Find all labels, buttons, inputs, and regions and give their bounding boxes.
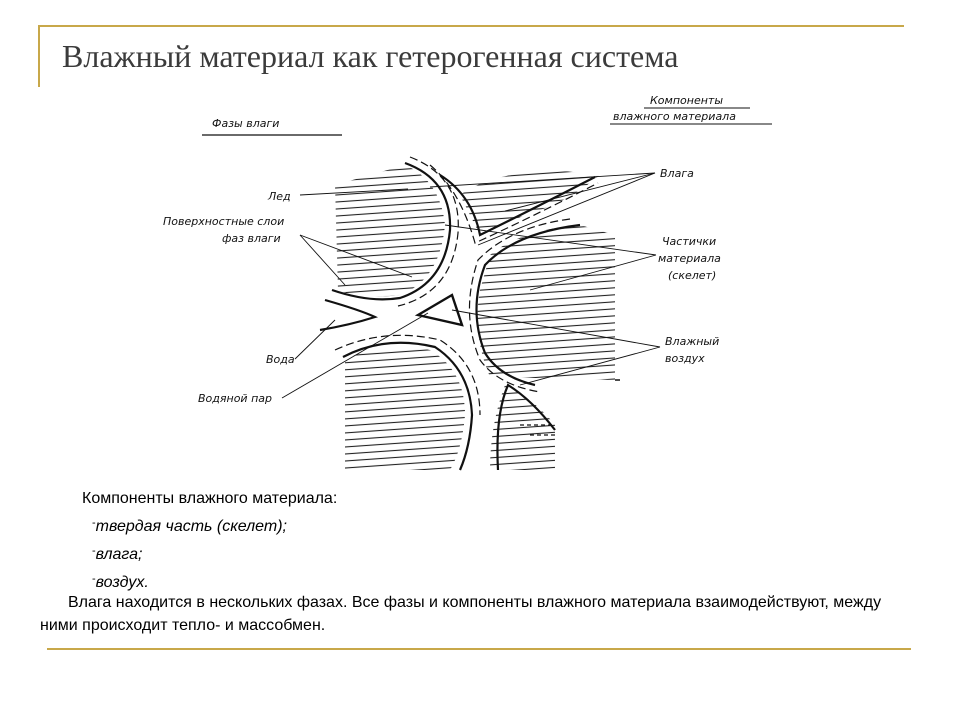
summary-paragraph: Влага находится в нескольких фазах. Все … bbox=[40, 591, 920, 637]
film-bottom bbox=[334, 334, 481, 416]
label-particles-line1: Частички bbox=[662, 235, 716, 248]
material-particles bbox=[335, 165, 615, 470]
leader-surface-2 bbox=[299, 234, 413, 278]
film-right bbox=[468, 218, 571, 393]
components-header-line2: влажного материала bbox=[613, 110, 736, 123]
water-wedge bbox=[319, 298, 379, 332]
leader-lines bbox=[281, 172, 661, 399]
summary-text: Влага находится в нескольких фазах. Все … bbox=[40, 594, 882, 634]
list-item: -влага; bbox=[82, 539, 337, 567]
pore-triangle bbox=[414, 293, 464, 327]
leader-air-1 bbox=[451, 309, 661, 348]
slide-bottom-rule bbox=[47, 648, 911, 650]
list-bullet: - bbox=[92, 517, 96, 529]
particle-bottom-right bbox=[490, 385, 555, 470]
slide-title: Влажный материал как гетерогенная систем… bbox=[62, 38, 679, 74]
label-surface-line2: фаз влаги bbox=[222, 232, 281, 245]
leader-particles-2 bbox=[529, 254, 657, 291]
label-surface-line1: Поверхностные слои bbox=[163, 215, 284, 228]
label-water: Вода bbox=[266, 353, 295, 366]
leader-water bbox=[294, 319, 336, 360]
list-bullet: - bbox=[92, 573, 96, 585]
particle-top-right bbox=[460, 170, 600, 235]
label-particles-line2: материала bbox=[658, 252, 721, 265]
leader-vapor bbox=[281, 312, 429, 399]
leader-surface-1 bbox=[299, 234, 346, 286]
outline-top-left bbox=[331, 161, 452, 301]
components-heading: Компоненты влажного материала: bbox=[82, 490, 338, 507]
label-vapor: Водяной пар bbox=[198, 392, 272, 405]
list-item: -воздух. bbox=[82, 567, 337, 595]
outline-bottom-right bbox=[496, 383, 556, 471]
label-air-line2: воздух bbox=[665, 352, 705, 365]
leader-ice bbox=[299, 188, 409, 196]
particle-right bbox=[477, 225, 615, 380]
leader-moisture-3 bbox=[504, 172, 656, 212]
leader-particles-1 bbox=[444, 224, 657, 256]
outline-top-right bbox=[439, 174, 596, 237]
particle-top-left bbox=[335, 165, 445, 297]
components-header-line1: Компоненты bbox=[650, 94, 723, 107]
list-item-text: воздух. bbox=[95, 574, 149, 591]
edge-dashes bbox=[520, 424, 555, 436]
components-list: Компоненты влажного материала: -твердая … bbox=[82, 487, 337, 595]
slide-top-rule bbox=[40, 25, 904, 27]
list-item-text: твердая часть (скелет); bbox=[95, 518, 287, 535]
list-bullet: - bbox=[92, 545, 96, 557]
list-item-text: влага; bbox=[95, 546, 143, 563]
phases-header: Фазы влаги bbox=[212, 117, 279, 130]
leader-air-2 bbox=[519, 346, 661, 386]
particle-bottom bbox=[345, 346, 465, 470]
label-air-line1: Влажный bbox=[665, 335, 719, 348]
label-moisture: Влага bbox=[660, 167, 694, 180]
film-top-left bbox=[397, 156, 459, 307]
outline-bottom bbox=[342, 341, 474, 471]
wet-material-diagram: Фазы влаги Компоненты влажного материала… bbox=[163, 94, 772, 471]
leader-moisture-2 bbox=[477, 172, 656, 246]
leader-moisture-1 bbox=[429, 172, 656, 188]
list-item: -твердая часть (скелет); bbox=[82, 511, 337, 539]
label-ice: Лед bbox=[267, 190, 291, 203]
label-particles-line3: (скелет) bbox=[668, 269, 716, 282]
film-top-right bbox=[429, 164, 599, 244]
slide-left-rule bbox=[38, 25, 40, 87]
